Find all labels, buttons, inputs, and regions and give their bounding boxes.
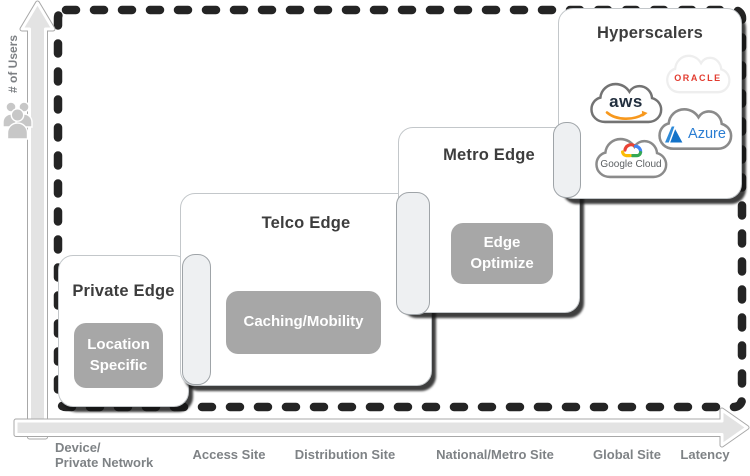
x-axis-title-latency: Latency [680, 447, 730, 462]
x-axis-arrow [13, 407, 750, 448]
azure-wordmark: Azure [688, 126, 726, 142]
tier-private-edge: Private Edge Location Specific [58, 255, 189, 407]
cloud-outline-icon [666, 54, 731, 94]
aws-wordmark: aws [609, 92, 643, 111]
label-line: Private Network [55, 455, 154, 470]
x-label-national-metro-site: National/Metro Site [436, 447, 554, 462]
connector-private-telco [182, 254, 211, 385]
aws-smile-icon [605, 110, 648, 120]
azure-cloud-logo: Azure [657, 104, 733, 154]
tier-title: Telco Edge [261, 214, 351, 232]
google-cloud-logo: Google Cloud [594, 134, 668, 182]
x-label-global-site: Global Site [593, 447, 661, 462]
y-axis-label: # of Users [6, 34, 20, 94]
azure-triangle-icon [665, 126, 683, 142]
capability-pill: Edge Optimize [451, 223, 553, 284]
tier-hyperscalers: Hyperscalers aws ORACLE [558, 8, 742, 199]
tier-title: Private Edge [72, 282, 175, 300]
users-group-icon [2, 101, 33, 140]
y-axis-arrow [19, 0, 56, 440]
x-label-distribution-site: Distribution Site [294, 447, 396, 462]
capability-pill: Location Specific [74, 323, 163, 388]
tier-telco-edge: Telco Edge Caching/Mobility [180, 193, 432, 386]
connector-metro-hyperscalers [553, 122, 581, 198]
x-label-access-site: Access Site [192, 447, 266, 462]
aws-cloud-logo: aws [589, 79, 663, 127]
google-cloud-wordmark: Google Cloud [600, 159, 662, 170]
connector-telco-metro [396, 192, 430, 315]
dashed-boundary [53, 5, 747, 412]
google-cloud-icon [621, 143, 643, 158]
capability-pill: Caching/Mobility [226, 291, 381, 354]
label-line: Device/ [55, 440, 101, 455]
tier-title: Hyperscalers [596, 24, 704, 42]
x-label-device-private-network: Device/ Private Network [55, 440, 165, 470]
oracle-cloud-logo: ORACLE [665, 51, 731, 97]
oracle-wordmark: ORACLE [674, 73, 722, 83]
tier-title: Metro Edge [443, 146, 535, 164]
